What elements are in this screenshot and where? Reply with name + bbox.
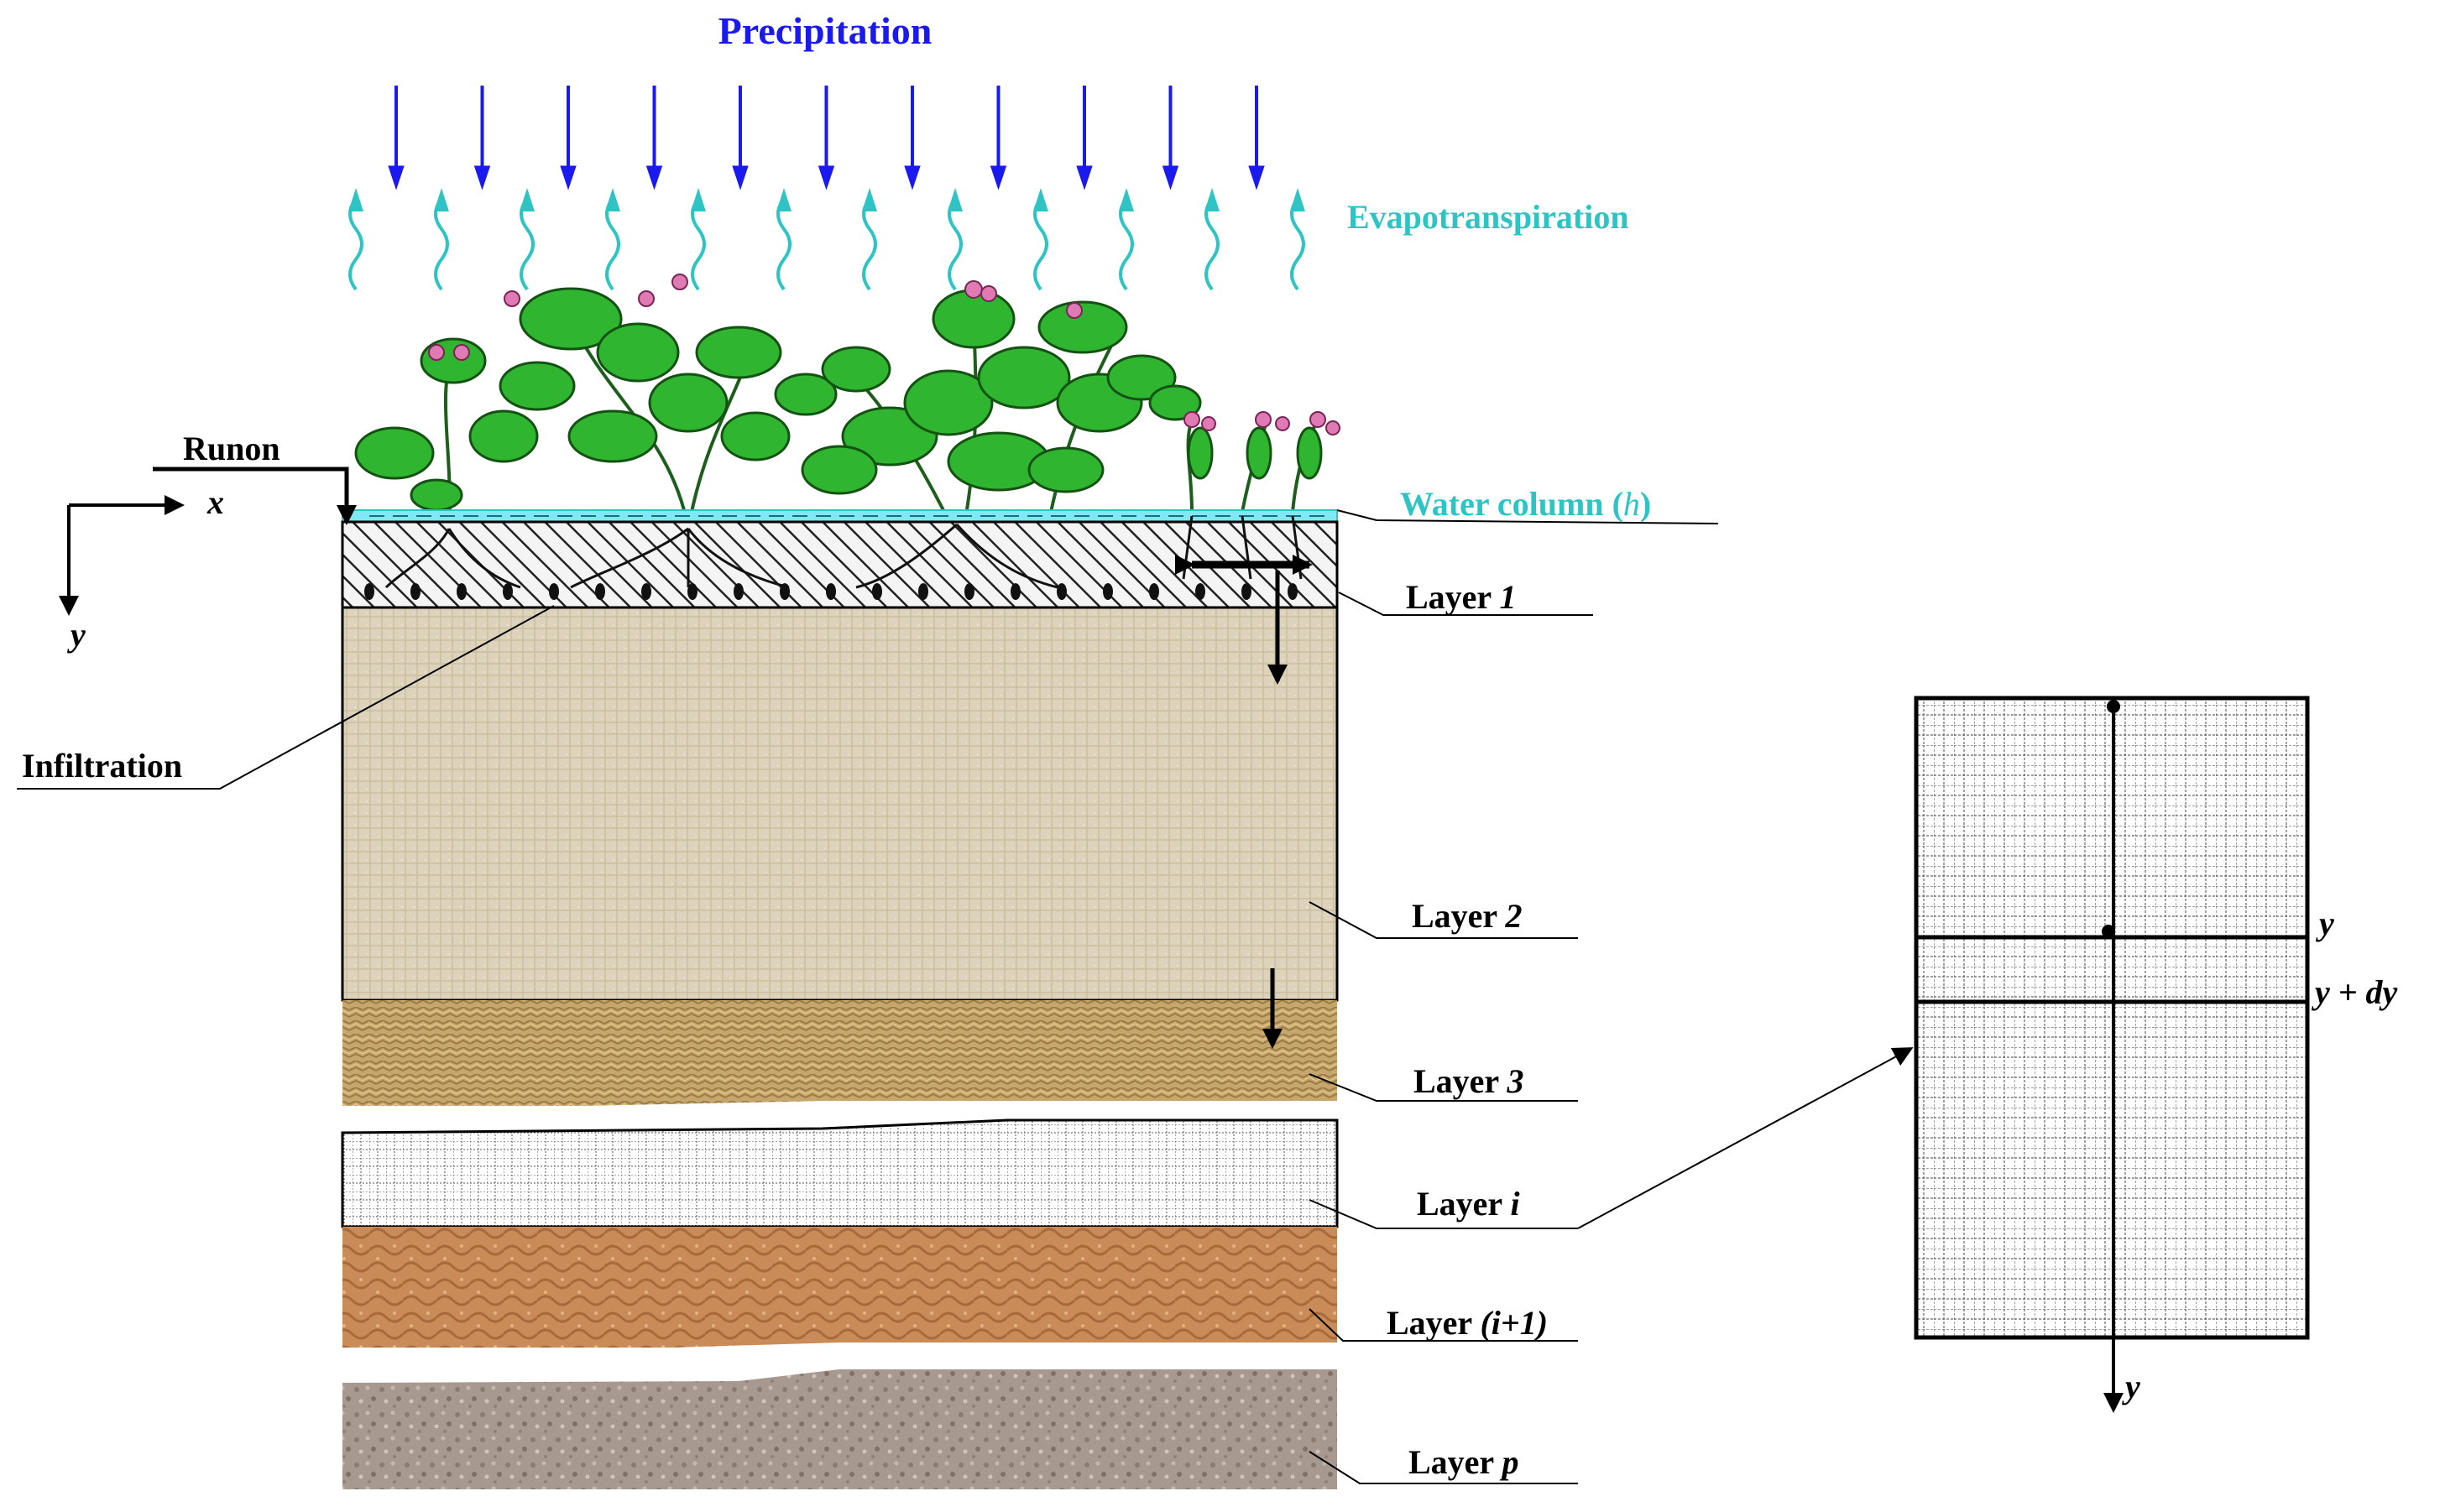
evapotranspiration-arrowhead-icon xyxy=(520,188,535,211)
layer-2 xyxy=(341,606,1339,1002)
evapotranspiration-arrow-icon xyxy=(948,194,963,291)
layer-1-label: Layer 1 xyxy=(1406,578,1516,616)
root-tip xyxy=(918,583,928,600)
layer-3-label: Layer 3 xyxy=(1413,1062,1523,1100)
root-tip xyxy=(641,583,651,600)
root-tip xyxy=(457,583,467,600)
evapotranspiration-arrowhead-icon xyxy=(434,188,449,211)
root-tip xyxy=(687,583,697,600)
evapotranspiration-arrowhead-icon xyxy=(348,188,363,211)
precipitation-arrowhead-icon xyxy=(1076,165,1093,190)
root-tip xyxy=(780,583,790,600)
element-y-label: y xyxy=(2316,905,2334,942)
precipitation-arrowhead-icon xyxy=(904,165,921,190)
evapotranspiration-arrowhead-icon xyxy=(776,188,791,211)
element-top-point xyxy=(2107,700,2120,713)
precipitation-arrowhead-icon xyxy=(645,165,663,190)
root-tip xyxy=(1288,583,1298,600)
root-tip xyxy=(595,583,605,600)
evapotranspiration-arrowhead-icon xyxy=(948,188,963,211)
evapotranspiration-label: Evapotranspiration xyxy=(1347,198,1629,236)
water-column-label: Water column (h) xyxy=(1400,485,1651,523)
root-tip xyxy=(1241,583,1251,600)
precipitation-arrowhead-icon xyxy=(388,165,405,190)
evapotranspiration-arrowhead-icon xyxy=(1204,188,1220,211)
root-tip xyxy=(1011,583,1021,600)
root-tip xyxy=(1149,583,1159,600)
evapotranspiration-arrowhead-icon xyxy=(1033,188,1048,211)
root-tip xyxy=(964,583,974,600)
root-tip xyxy=(734,583,744,600)
runon-arrow xyxy=(153,467,357,525)
root-tip xyxy=(410,583,421,600)
root-tip xyxy=(1195,583,1205,600)
evapotranspiration-arrowhead-icon xyxy=(1290,188,1305,211)
evapotranspiration-arrow-icon xyxy=(1290,194,1305,291)
leader-lines xyxy=(1309,509,1719,1484)
axis-x-label: x xyxy=(206,483,224,521)
root-tip xyxy=(1057,583,1067,600)
evapotranspiration-arrow-icon xyxy=(348,194,363,291)
element-point-y xyxy=(2102,925,2115,938)
precipitation-arrowhead-icon xyxy=(732,165,749,190)
layer-1 xyxy=(341,520,1339,609)
precipitation-arrowhead-icon xyxy=(1248,165,1265,190)
axis-y-label: y xyxy=(67,616,86,654)
infiltration-label: Infiltration xyxy=(22,747,182,785)
evapotranspiration-arrow-icon xyxy=(776,194,791,291)
evapotranspiration-arrowhead-icon xyxy=(605,188,620,211)
root-tip xyxy=(1103,583,1113,600)
root-tip xyxy=(826,583,836,600)
layer-i-plus-1-label: Layer (i+1) xyxy=(1387,1304,1548,1342)
root-tip xyxy=(872,583,882,600)
element-y-dy-label: y + dy xyxy=(2312,973,2398,1011)
root-tip xyxy=(503,583,513,600)
evapotranspiration-arrow-icon xyxy=(520,194,535,291)
layer-i-plus-1 xyxy=(342,1227,1337,1348)
evapotranspiration-arrowhead-icon xyxy=(1119,188,1134,211)
layer-2-label: Layer 2 xyxy=(1412,897,1522,935)
precipitation-arrowhead-icon xyxy=(560,165,577,190)
evapotranspiration-arrow-icon xyxy=(1119,194,1134,291)
evapotranspiration-arrowhead-icon xyxy=(691,188,706,211)
vegetation xyxy=(354,274,1340,529)
layer-p-label: Layer p xyxy=(1408,1443,1518,1481)
precipitation-label: Precipitation xyxy=(718,9,933,52)
evapotranspiration-arrow-icon xyxy=(862,194,877,291)
runon-label: Runon xyxy=(183,430,280,467)
evapotranspiration-arrow-icon xyxy=(605,194,620,291)
layer-3 xyxy=(342,1000,1337,1106)
roots xyxy=(384,515,1303,589)
precipitation-arrowhead-icon xyxy=(990,165,1007,190)
evapotranspiration-arrow-icon xyxy=(434,194,449,291)
evapotranspiration-arrowhead-icon xyxy=(862,188,877,211)
layer-p xyxy=(342,1369,1337,1489)
infiltration-leader xyxy=(17,605,555,790)
root-tip xyxy=(549,583,559,600)
detail-connector-arrow xyxy=(1577,1047,1914,1229)
evapotranspiration-arrow-icon xyxy=(1204,194,1220,291)
layer-i xyxy=(341,1118,1339,1228)
evapotranspiration-arrow-icon xyxy=(691,194,706,291)
precipitation-arrowhead-icon xyxy=(818,165,835,190)
precipitation-arrowhead-icon xyxy=(1162,165,1179,190)
evapotranspiration-arrow-icon xyxy=(1033,194,1048,291)
precipitation-arrowhead-icon xyxy=(473,165,491,190)
element-axis-y-label: y xyxy=(2122,1368,2140,1405)
precipitation-arrows xyxy=(388,86,1265,190)
root-tip xyxy=(364,583,374,600)
evapotranspiration-arrows xyxy=(348,188,1305,291)
layer-i-label: Layer i xyxy=(1417,1185,1520,1223)
